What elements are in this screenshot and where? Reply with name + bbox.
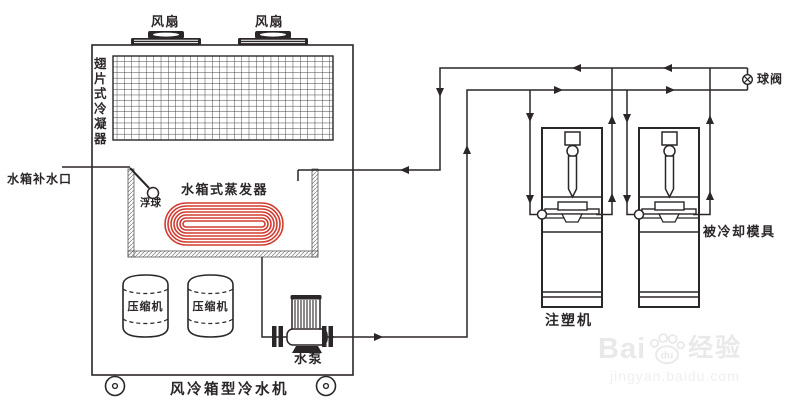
watermark-url: jingyan.baidu.com: [610, 368, 740, 384]
water-pump-icon: [272, 295, 334, 353]
ball-valve-icon: [742, 73, 754, 85]
compressor-right-icon: [187, 274, 234, 338]
watermark-brand-right: du: [661, 351, 674, 362]
ball-valve-label: 球阀: [757, 72, 784, 86]
watermark-suffix: 经验: [688, 334, 743, 362]
compressor-left-icon: [122, 274, 169, 338]
fan-right-label: 风扇: [255, 14, 285, 29]
float-ball-label: 浮球: [140, 197, 161, 209]
machine2-supply-pipe: [626, 90, 635, 216]
tank-outlet-pipe: [261, 257, 272, 338]
watermark-brand-left: Bai: [598, 333, 647, 365]
evaporator-coil-icon: [164, 202, 284, 246]
water-inlet-label: 水箱补水口: [7, 172, 73, 186]
supply-header-pipe: [332, 89, 748, 338]
fan-right-icon: [238, 31, 308, 45]
fan-left-icon: [131, 31, 201, 45]
mold-block: [654, 201, 685, 211]
condenser-label: 翅片式冷凝器: [94, 57, 107, 146]
injection-machine-1: [541, 127, 603, 308]
mold-port-2: [633, 209, 645, 220]
water-inlet-pipe: [62, 166, 160, 200]
chiller-label: 风冷箱型冷水机: [170, 382, 289, 398]
cooled-mold-label: 被冷却模具: [703, 224, 776, 239]
compressor-right-label: 压缩机: [192, 301, 229, 313]
compressor-left-label: 压缩机: [127, 301, 164, 313]
pump-label: 水泵: [294, 351, 324, 366]
fan-left-label: 风扇: [151, 14, 181, 29]
injection-machine-label: 注塑机: [545, 312, 593, 328]
machine1-supply-pipe: [529, 90, 538, 216]
mold-port-1: [536, 209, 548, 220]
flow-arrows: [374, 64, 714, 341]
injection-machine-2: [638, 127, 700, 308]
evaporator-label: 水箱式蒸发器: [181, 182, 269, 197]
return-header-pipe: [297, 67, 748, 181]
watermark: Bai du 经验 jingyan.baidu.com: [598, 328, 798, 384]
mold-block: [557, 201, 588, 211]
float-ball-icon: [146, 186, 160, 200]
finned-condenser-grid: [112, 55, 334, 141]
paw-icon: du: [650, 333, 686, 365]
caster-wheels: [104, 375, 337, 397]
